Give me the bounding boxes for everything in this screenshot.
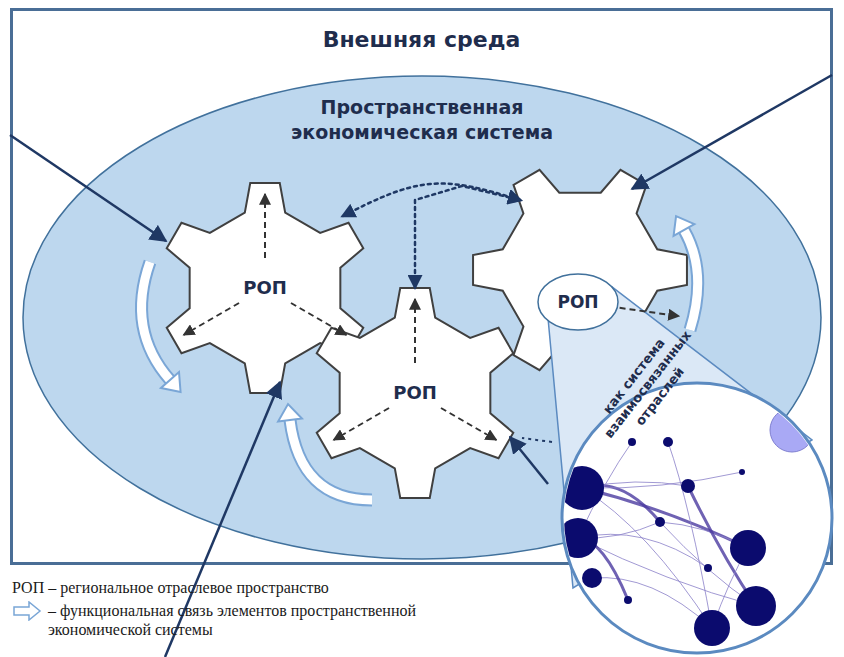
arrow-outline [142,262,170,380]
dotted-link [343,184,520,216]
legend-row: РОП – региональное отраслевое пространст… [12,578,532,597]
gear-outline [317,288,514,498]
zoom-ellipse [538,274,618,330]
node-label: РОП [243,276,287,299]
arrow-body [684,230,698,330]
network-link [578,538,756,606]
inner-arrow [414,299,416,363]
dotted-link [415,186,520,287]
network-dot [655,517,665,527]
network-link [668,442,712,628]
inner-arrow [441,408,496,440]
inner-arrow [184,303,239,335]
arrow-outline [290,420,372,500]
heading: Пространственная экономическая система [257,95,587,144]
node-label: РОП [393,381,437,404]
network-dot [770,408,814,452]
legend-arrow-shape [14,602,40,620]
network-dot [704,564,712,572]
network-dot [558,518,598,558]
arrow-outline [684,230,698,330]
network-link [582,488,748,548]
network-link [582,488,712,628]
arrow-head [674,216,695,236]
network-dot [736,586,776,626]
legend-text: РОП – региональное отраслевое пространст… [12,578,329,597]
legend-text: – функциональная связь элементов простра… [48,601,518,639]
network-dot [560,466,604,510]
rop-outline [539,275,617,329]
legend-row: – функциональная связь элементов простра… [12,601,532,639]
network-dot [582,568,602,588]
network-dot [739,469,745,475]
node-label: РОП [557,291,598,313]
network-dot [663,437,673,447]
arrow-head [161,372,181,392]
heading: Внешняя среда [323,26,521,55]
network-dot [730,530,766,566]
network-link [592,578,712,628]
network-dot [624,596,632,604]
network-dot [694,610,730,646]
inner-arrow [264,194,266,258]
inner-arrow [291,303,346,335]
inner-arrow [620,308,679,316]
external-arrows [10,75,832,657]
arrow-head [278,404,302,421]
network-link [582,472,742,488]
inner-arrow [334,408,389,440]
network-graph [558,408,814,646]
legend: РОП – региональное отраслевое пространст… [12,578,532,644]
network-dot [681,479,695,493]
legend-arrow [12,601,42,621]
arrow-body [290,420,372,500]
arrow-body [142,262,170,380]
